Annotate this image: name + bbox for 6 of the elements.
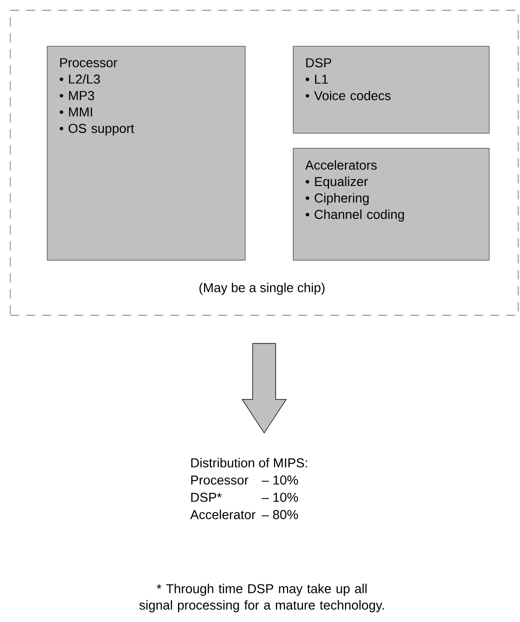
distribution-table: Distribution of MIPS: Processor – 10% DSP* – 10% Accelerator – 80%: [190, 458, 308, 520]
component-box: Processor • L2/L3 • MP3 • MMI • OS support: [47, 46, 246, 260]
footnote: * Through time DSP may take up all signal processing for a mature technology.: [139, 584, 384, 612]
component-box: DSP • L1 • Voice codecs: [293, 46, 490, 134]
block-arrow: [242, 343, 287, 434]
component-box: Accelerators • Equalizer • Ciphering • Channel coding: [293, 148, 490, 260]
